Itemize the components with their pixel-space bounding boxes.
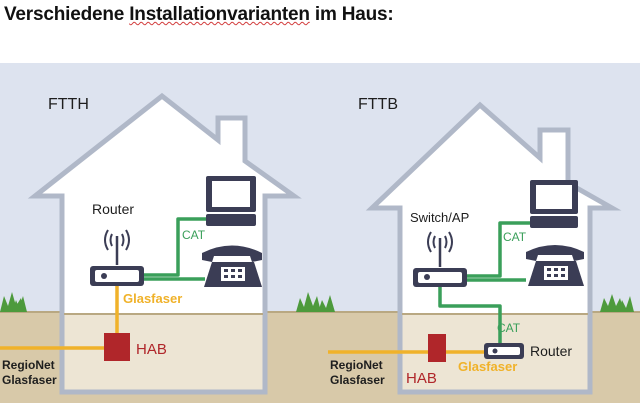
fttb-external-label-regionet: RegioNet	[330, 358, 383, 372]
fttb-cat-label-upper: CAT	[503, 230, 527, 244]
fttb-fiber-label: Glasfaser	[458, 359, 517, 374]
grass-tufts	[0, 292, 634, 312]
heading-underlined-word: Installationvarianten	[129, 4, 310, 25]
fttb-router-label: Router	[530, 343, 572, 359]
ftth-hab-box	[104, 333, 130, 361]
page-heading: Verschiedene Installationvarianten im Ha…	[4, 4, 394, 26]
fttb-cat-label-lower: CAT	[497, 321, 521, 335]
ftth-hab-label: HAB	[136, 341, 167, 358]
ftth-telephone-icon	[202, 245, 262, 287]
ftth-title: FTTH	[48, 96, 89, 113]
ftth-router-label: Router	[92, 201, 134, 217]
ftth-cat-lines	[142, 217, 218, 281]
fttb-external-label-glasfaser: Glasfaser	[330, 373, 385, 387]
fttb-hab-box	[428, 334, 446, 362]
fttb-router-device	[484, 343, 524, 359]
heading-suffix: im Haus:	[309, 4, 394, 25]
fttb-title: FTTB	[358, 96, 398, 113]
ftth-fiber-lines	[0, 284, 119, 350]
ftth-external-label-regionet: RegioNet	[2, 358, 55, 372]
fttb-cat-lines	[438, 221, 530, 343]
fttb-telephone-icon	[526, 245, 584, 286]
ftth-router-device	[90, 236, 144, 286]
fttb-switch-label: Switch/AP	[410, 210, 469, 225]
fttb-wifi-icon	[427, 231, 453, 253]
fttb-computer-icon	[530, 180, 578, 228]
fttb-switch-device	[413, 238, 467, 287]
house-ftth	[27, 92, 302, 395]
ftth-cat-label: CAT	[182, 228, 206, 242]
ftth-wifi-icon	[104, 229, 130, 251]
house-fttb	[365, 101, 622, 395]
ftth-external-label-glasfaser: Glasfaser	[2, 373, 57, 387]
heading-prefix: Verschiedene	[4, 4, 130, 25]
fttb-hab-label: HAB	[406, 370, 437, 387]
ftth-computer-icon	[206, 176, 256, 226]
ftth-fiber-label: Glasfaser	[123, 291, 182, 306]
